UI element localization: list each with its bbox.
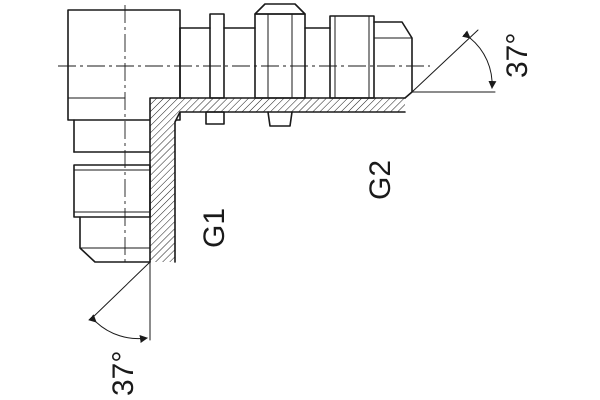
label-angle-bottom: 37° bbox=[107, 351, 140, 396]
right-branch bbox=[179, 3, 413, 127]
label-g1: G1 bbox=[198, 208, 231, 248]
angle-dimension-right bbox=[411, 29, 497, 93]
center-lines bbox=[58, 5, 430, 262]
label-g2: G2 bbox=[364, 160, 397, 200]
label-angle-right: 37° bbox=[501, 33, 534, 78]
angle-dimension-bottom bbox=[88, 261, 151, 343]
lower-branch bbox=[73, 119, 151, 263]
